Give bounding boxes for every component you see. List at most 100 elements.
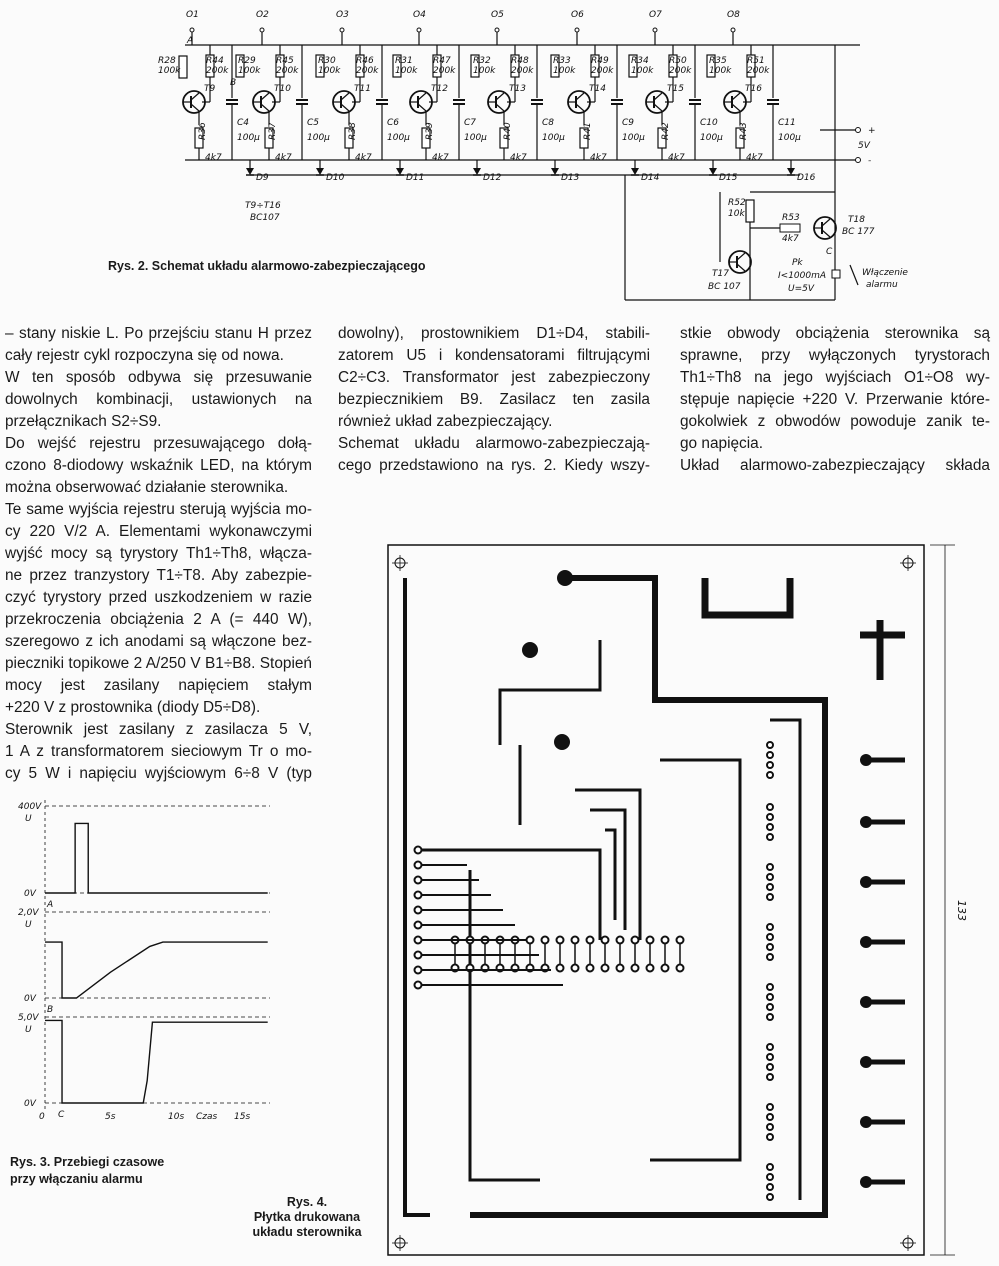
resistor-name: R40: [503, 122, 513, 140]
resistor-name: R46: [356, 56, 374, 66]
wire: [260, 103, 270, 112]
diode-label: D16: [797, 173, 816, 183]
pcb-pad: [766, 761, 774, 769]
text-line: dowolny), prostownikiem D1÷D4, stabili-: [338, 325, 650, 342]
resistor-value: 100k: [473, 66, 496, 76]
pcb-trace: [575, 788, 642, 940]
pcb-pad: [766, 803, 774, 811]
text-line: cały rejestr cykl rozpoczyna się od nowa…: [5, 347, 284, 364]
text-line: – stany niskie L. Po przejściu stanu H p…: [5, 325, 312, 342]
text-line: szeregowo z ich anodami są włączone bez-: [5, 633, 312, 650]
wire: [495, 92, 505, 101]
pcb-trace: [403, 578, 430, 1217]
diode-symbol: [551, 168, 559, 175]
resistor-value: 4k7: [275, 153, 292, 163]
wire: [821, 229, 831, 238]
text-line: można obserwować działanie sterownika.: [5, 479, 289, 496]
panel-label: C: [58, 1110, 65, 1120]
text-line: ne przez tranzystory T1÷T8. Aby zabezpie…: [5, 567, 312, 584]
supply-plus: +: [868, 126, 876, 136]
capacitor-name: C10: [700, 118, 718, 128]
text-line: pieczniki topikowe 2 A/250 V B1÷B8. Stop…: [5, 655, 312, 672]
text-line: gokolwiek z obwodów powoduje zanik te-: [680, 413, 990, 430]
panel-label: A: [46, 900, 53, 910]
wire: [340, 92, 350, 101]
resistor-symbol: [470, 54, 480, 78]
panel-label: B: [47, 1005, 53, 1015]
x-tick-label: 5s: [105, 1112, 116, 1122]
text-line: go napięcia.: [680, 435, 764, 452]
text-line: Układ alarmowo-zabezpieczający składa: [680, 457, 990, 474]
diode-label: D11: [406, 173, 424, 183]
y-top-label: 2,0V: [18, 908, 39, 918]
pcb-pad: [413, 890, 423, 900]
capacitor-value: 100µ: [307, 133, 330, 143]
resistor-value: 200k: [206, 66, 229, 76]
pcb-pad: [630, 963, 640, 973]
diode-label: D15: [719, 173, 738, 183]
pcb-pad: [766, 863, 774, 871]
pcb-pad: [645, 963, 655, 973]
pcb-pad: [413, 860, 423, 870]
text-line: bezpiecznikiem B9. Zasilacz ten zasila: [338, 391, 650, 408]
resistor-symbol: [706, 54, 716, 78]
resistor-name: R51: [747, 56, 765, 66]
pcb-pad: [766, 1003, 774, 1011]
x-tick-label: 10s: [168, 1112, 184, 1122]
r53-symbol: [779, 223, 801, 233]
supply-voltage: 5V: [858, 141, 871, 151]
transistor-label: T11: [354, 84, 371, 94]
pcb-pad: [413, 935, 423, 945]
pcb-pad: [766, 1043, 774, 1051]
pcb-pad: [766, 1133, 774, 1141]
pcb-pad: [645, 935, 655, 945]
t18-value: BC 177: [842, 227, 875, 237]
capacitor-name: C4: [237, 118, 249, 128]
y-bottom-label: 0V: [24, 994, 37, 1004]
y-top-label: 400V: [18, 802, 42, 812]
text-column-2: dowolny), prostownikiem D1÷D4, stabili-z…: [338, 323, 650, 477]
pcb-dimension-label: 133: [955, 900, 968, 921]
resistor-name: R32: [473, 56, 491, 66]
y-axis-label: U: [25, 920, 32, 930]
diode-symbol: [316, 168, 324, 175]
pcb-pad: [413, 950, 423, 960]
pcb-pad: [766, 993, 774, 1001]
wire: [731, 103, 741, 112]
text-line: przełącznikach S2÷S9.: [5, 413, 162, 430]
pcb-pad: [570, 935, 580, 945]
pcb-pad: [766, 771, 774, 779]
r53-value: 4k7: [782, 234, 799, 244]
point-a-label: A: [186, 36, 193, 46]
pcb-pad: [766, 983, 774, 991]
text-line: cego przedstawiono na rys. 2. Kiedy wszy…: [338, 457, 650, 474]
resistor-value: 4k7: [746, 153, 763, 163]
waveform-C: [45, 1019, 268, 1104]
pcb-pad: [766, 1053, 774, 1061]
output-label: O6: [571, 10, 584, 20]
text-line: Sterownik jest zasilany z zasilacza 5 V,: [5, 721, 312, 738]
output-label: O1: [186, 10, 199, 20]
wire: [495, 103, 505, 112]
wire: [190, 103, 200, 112]
text-line: czyć tyrystory przed uszkodzeniem w razi…: [5, 589, 312, 606]
resistor-name: R47: [433, 56, 451, 66]
diode-label: D12: [483, 173, 502, 183]
resistor-value: 100k: [318, 66, 341, 76]
resistor-symbol: [628, 54, 638, 78]
pcb-trace: [860, 620, 905, 680]
pcb-pad: [766, 953, 774, 961]
text-line: wyjść mocy są tyrystory Th1÷Th8, włącza-: [5, 545, 312, 562]
text-line: również układ zabezpieczający.: [338, 413, 553, 430]
x-tick-label: 15s: [234, 1112, 250, 1122]
resistor-name: R49: [591, 56, 609, 66]
resistor-name: R28: [158, 56, 176, 66]
supply-minus: -: [868, 156, 871, 166]
text-line: dowolnych kombinacji, ustawionych na: [5, 391, 312, 408]
pcb-pad: [766, 923, 774, 931]
output-label: O4: [413, 10, 426, 20]
pcb-pad: [660, 963, 670, 973]
figure4-caption-line1: Rys. 4.: [286, 1195, 328, 1209]
